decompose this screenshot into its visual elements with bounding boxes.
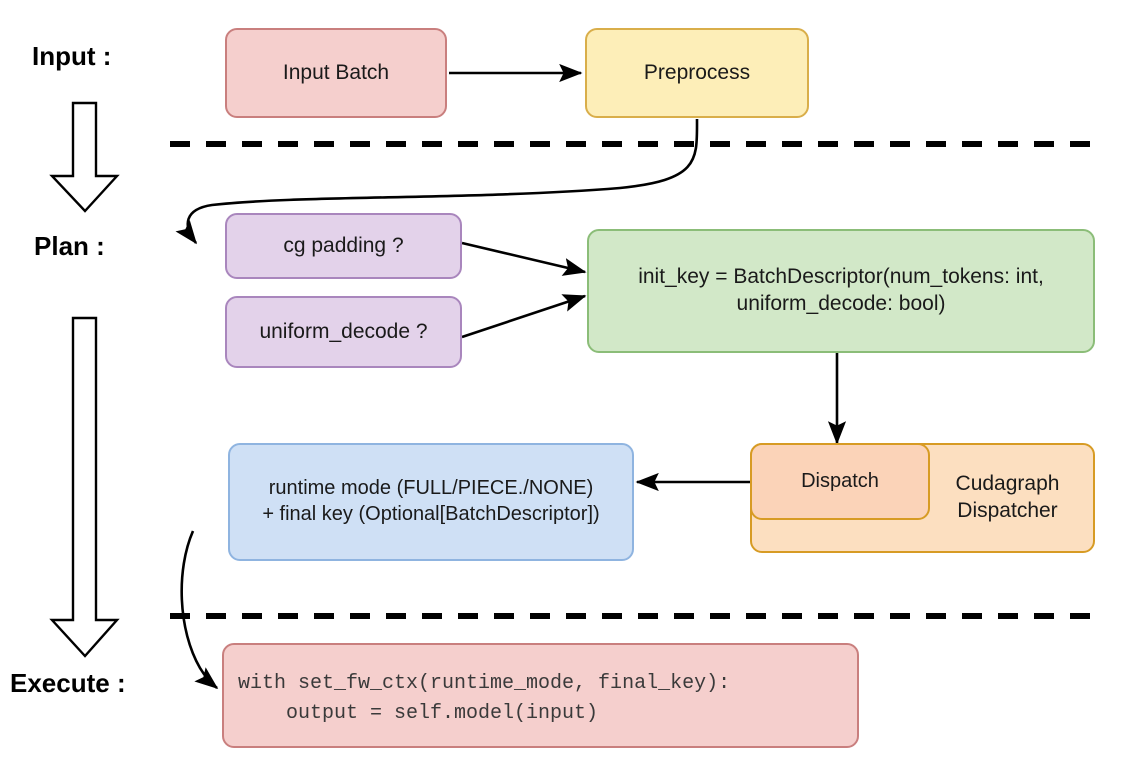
node-runtime-mode-line1: runtime mode (FULL/PIECE./NONE) bbox=[268, 477, 594, 500]
flow-arrow-input-to-plan bbox=[49, 101, 120, 213]
node-preprocess[interactable]: Preprocess bbox=[585, 28, 809, 118]
node-cg-padding-label: cg padding ? bbox=[283, 233, 404, 257]
edge-runtime-mode-to-execute bbox=[180, 530, 219, 690]
node-input-batch-label: Input Batch bbox=[282, 60, 390, 84]
node-execute-code-line1: with set_fw_ctx(runtime_mode, final_key)… bbox=[238, 672, 731, 695]
stage-label-input: Input : bbox=[32, 41, 112, 71]
node-dispatch-label: Dispatch bbox=[801, 469, 879, 492]
node-input-batch[interactable]: Input Batch bbox=[225, 28, 447, 118]
stage-label-plan: Plan : bbox=[34, 231, 105, 261]
edge-uniform-decode-to-init-key bbox=[461, 294, 587, 339]
node-runtime-mode[interactable]: runtime mode (FULL/PIECE./NONE) + final … bbox=[228, 443, 634, 561]
node-init-key[interactable]: init_key = BatchDescriptor(num_tokens: i… bbox=[587, 229, 1095, 353]
node-preprocess-label: Preprocess bbox=[643, 60, 751, 84]
node-cg-padding[interactable]: cg padding ? bbox=[225, 213, 462, 279]
node-init-key-line1: init_key = BatchDescriptor(num_tokens: i… bbox=[638, 265, 1044, 289]
node-execute-code-line2: output = self.model(input) bbox=[238, 702, 599, 725]
node-uniform-decode[interactable]: uniform_decode ? bbox=[225, 296, 462, 368]
node-init-key-line2: uniform_decode: bool) bbox=[736, 292, 946, 315]
edge-cg-padding-to-init-key bbox=[461, 241, 587, 276]
node-cudagraph-dispatcher-line1: Cudagraph bbox=[955, 472, 1060, 496]
node-cudagraph-dispatcher-line2: Dispatcher bbox=[957, 499, 1058, 522]
node-runtime-mode-line2: + final key (Optional[BatchDescriptor]) bbox=[262, 503, 600, 525]
flow-arrow-plan-to-execute bbox=[49, 316, 120, 658]
stage-label-execute: Execute : bbox=[10, 668, 126, 698]
node-dispatch[interactable]: Dispatch bbox=[750, 443, 930, 520]
node-uniform-decode-label: uniform_decode ? bbox=[259, 319, 428, 343]
node-execute-code[interactable]: with set_fw_ctx(runtime_mode, final_key)… bbox=[222, 643, 859, 748]
